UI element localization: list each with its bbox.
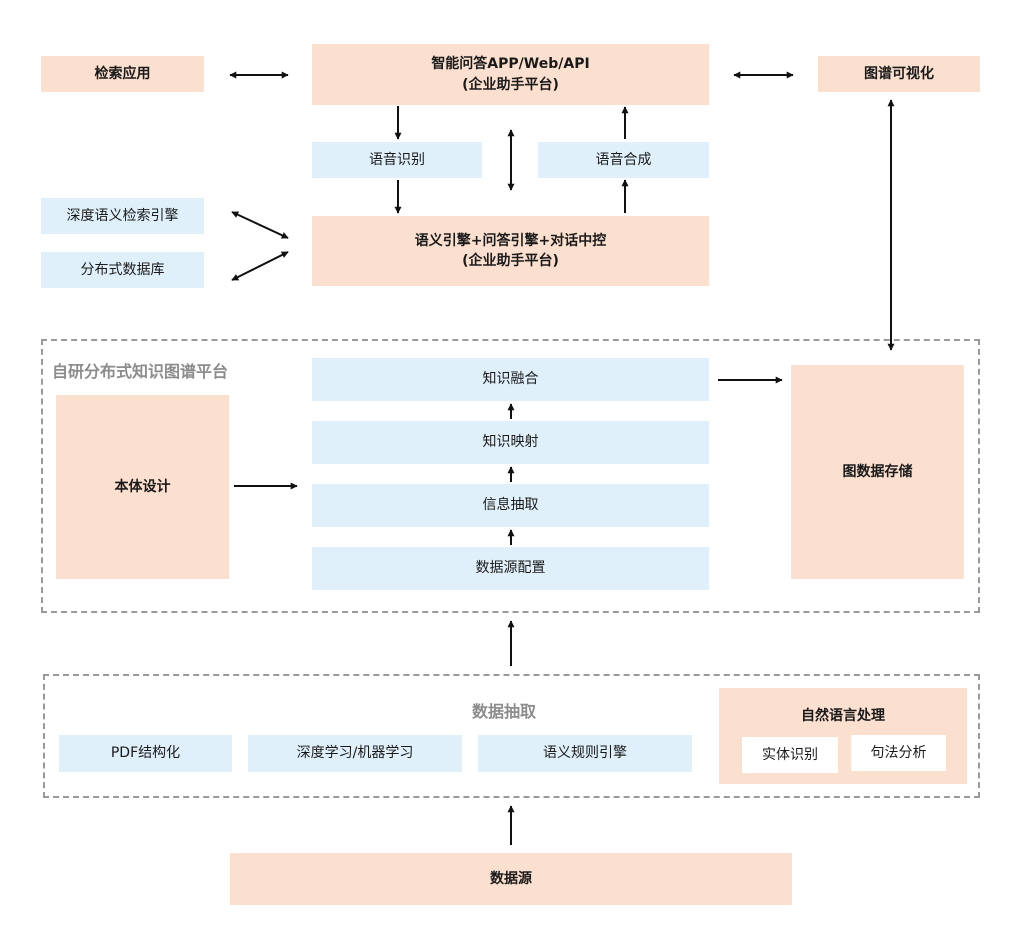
speech-recognition-label: 语音识别 [369, 151, 425, 168]
qa-app-line2: (企业助手平台) [462, 76, 559, 93]
semantic-search-engine-box: 深度语义检索引擎 [41, 198, 204, 234]
datasource-config-label: 数据源配置 [475, 560, 546, 577]
pdf-structuring-box: PDF结构化 [59, 735, 232, 772]
engine-line2: (企业助手平台) [462, 253, 559, 269]
datasource-config-box: 数据源配置 [312, 547, 709, 590]
extraction-title: 数据抽取 [472, 702, 537, 721]
knowledge-graph-platform-container [41, 339, 980, 613]
data-extraction-container [43, 674, 980, 798]
platform-title: 自研分布式知识图谱平台 [52, 362, 229, 381]
entity-recognition-label: 实体识别 [762, 746, 818, 763]
qa-app-line1: 智能问答APP/Web/API [431, 56, 590, 73]
knowledge-fusion-label: 知识融合 [482, 371, 539, 388]
ontology-design-label: 本体设计 [114, 478, 171, 495]
semantic-rule-engine-label: 语义规则引擎 [543, 745, 627, 762]
qa-app-box: 智能问答APP/Web/API (企业助手平台) [312, 44, 709, 105]
distributed-db-box: 分布式数据库 [41, 252, 204, 288]
knowledge-mapping-box: 知识映射 [312, 421, 709, 464]
entity-recognition-box: 实体识别 [742, 737, 838, 773]
engine-line1: 语义引擎+问答引擎+对话中控 [414, 232, 607, 249]
semantic-rule-engine-box: 语义规则引擎 [478, 735, 692, 772]
deep-learning-box: 深度学习/机器学习 [248, 735, 462, 772]
ontology-design-box: 本体设计 [56, 395, 229, 579]
search-app-label: 检索应用 [94, 65, 151, 82]
speech-synthesis-box: 语音合成 [538, 142, 709, 178]
datasource-label: 数据源 [490, 870, 532, 887]
knowledge-mapping-label: 知识映射 [482, 434, 539, 451]
speech-synthesis-label: 语音合成 [595, 151, 652, 168]
engine-box: 语义引擎+问答引擎+对话中控 (企业助手平台) [312, 216, 709, 286]
deep-learning-label: 深度学习/机器学习 [296, 745, 414, 762]
graph-storage-label: 图数据存储 [842, 463, 913, 480]
graph-storage-box: 图数据存储 [791, 365, 964, 579]
pdf-structuring-label: PDF结构化 [110, 745, 181, 762]
syntax-analysis-box: 句法分析 [851, 735, 946, 771]
speech-recognition-box: 语音识别 [312, 142, 482, 178]
graph-visualization-box: 图谱可视化 [818, 56, 980, 92]
datasource-box: 数据源 [230, 853, 792, 905]
knowledge-fusion-box: 知识融合 [312, 358, 709, 401]
nlp-title: 自然语言处理 [801, 708, 885, 724]
info-extraction-box: 信息抽取 [312, 484, 709, 527]
arrow-db-engine-link [231, 251, 289, 281]
distributed-db-label: 分布式数据库 [80, 261, 165, 278]
info-extraction-label: 信息抽取 [482, 497, 539, 514]
semantic-search-engine-label: 深度语义检索引擎 [66, 207, 179, 224]
graph-visualization-label: 图谱可视化 [864, 65, 934, 82]
syntax-analysis-label: 句法分析 [870, 744, 927, 761]
search-app-box: 检索应用 [41, 56, 204, 92]
arrow-search-engine-link [231, 211, 289, 239]
